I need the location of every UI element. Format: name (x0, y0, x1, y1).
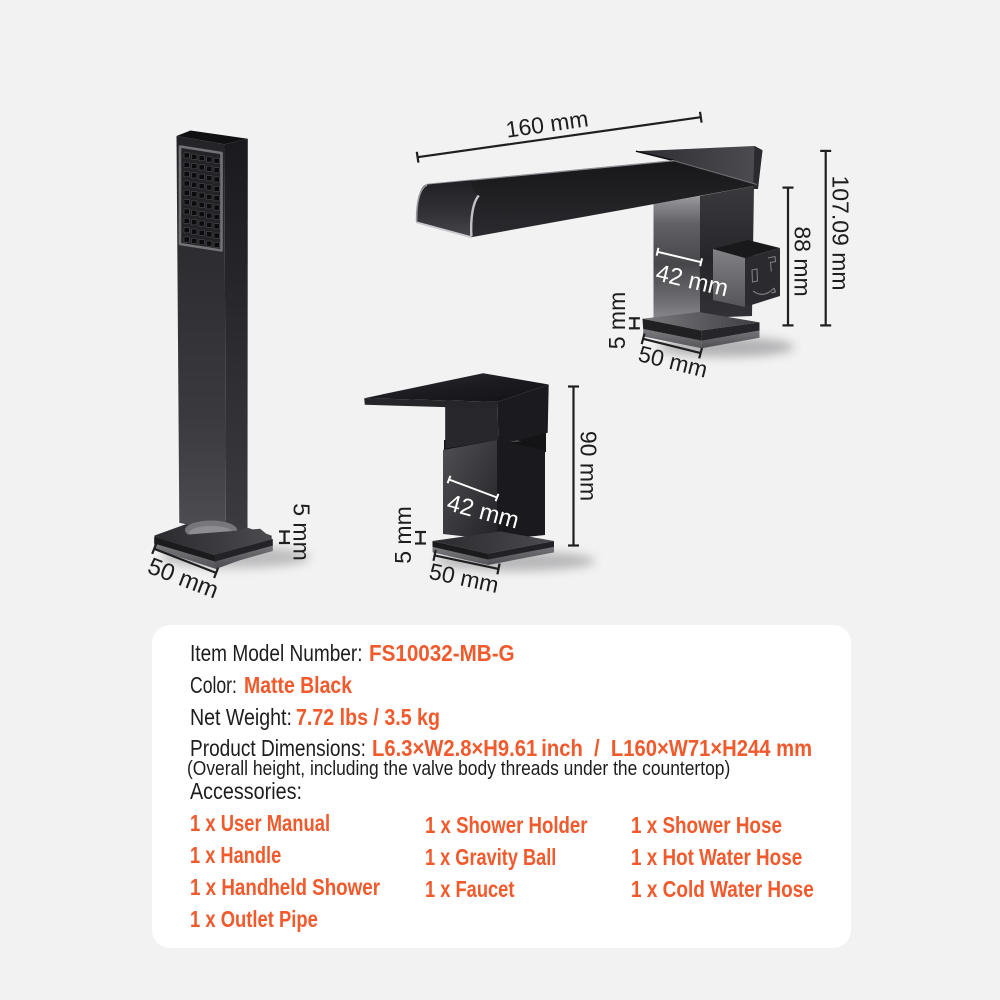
svg-text:5 mm: 5 mm (390, 506, 416, 564)
svg-text:90 mm: 90 mm (576, 431, 602, 501)
svg-text:107.09 mm: 107.09 mm (828, 175, 854, 290)
svg-text:160 mm: 160 mm (504, 105, 590, 142)
svg-text:88 mm: 88 mm (790, 226, 816, 296)
svg-text:5 mm: 5 mm (604, 292, 630, 350)
svg-text:5 mm: 5 mm (289, 503, 315, 561)
